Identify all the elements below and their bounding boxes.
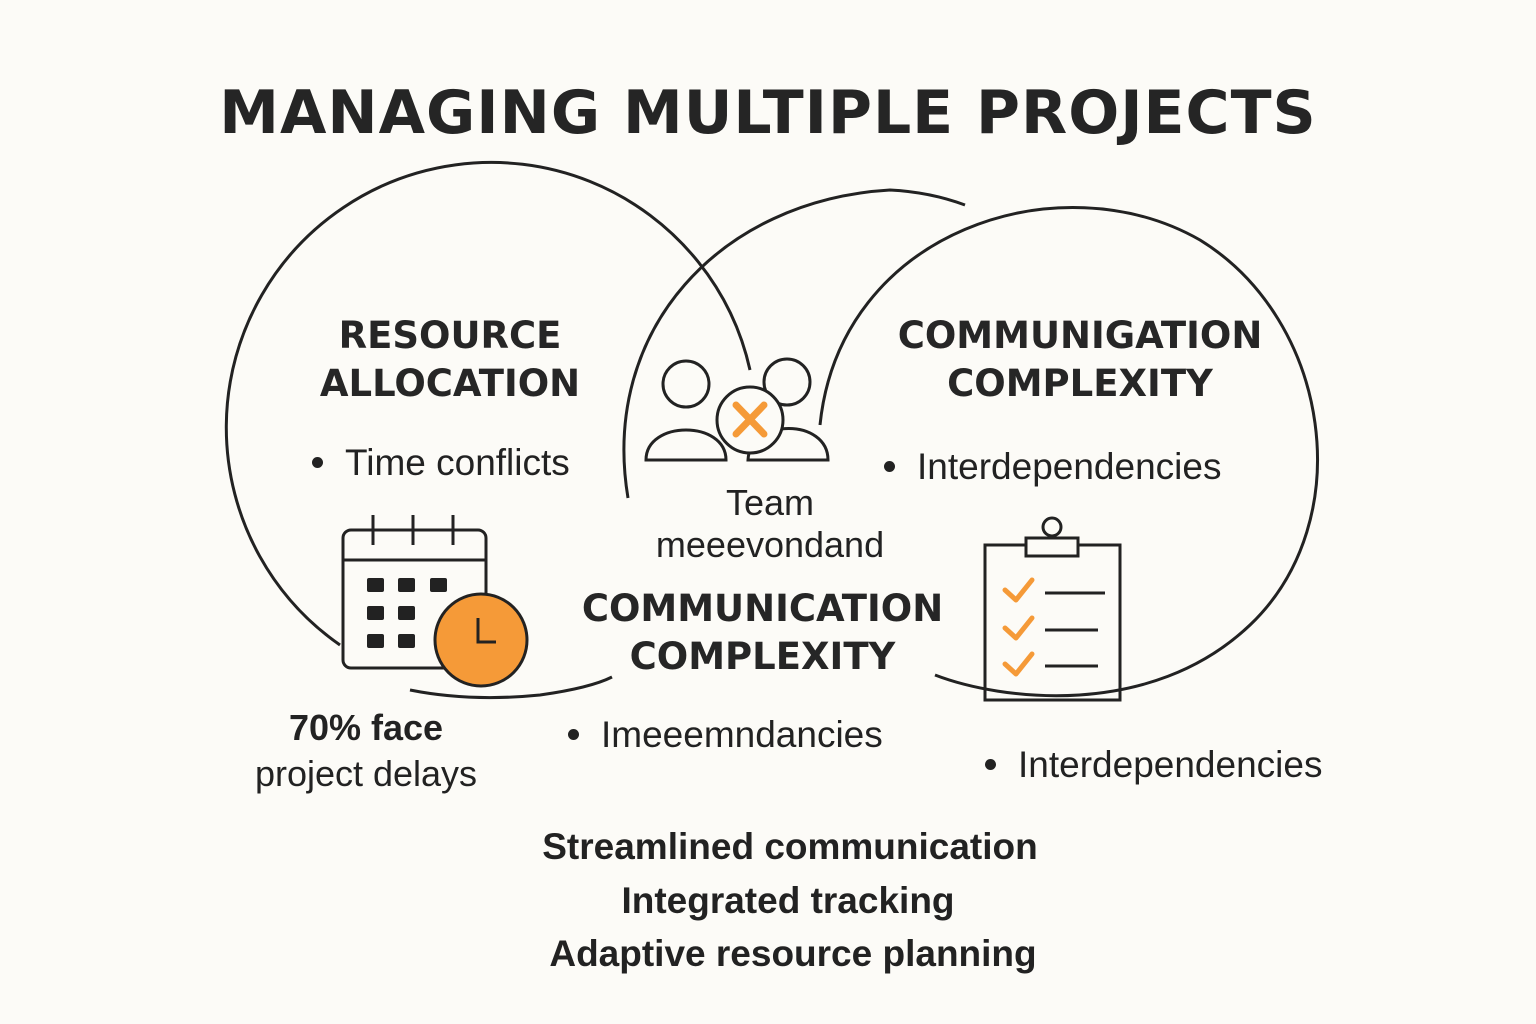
left-circle-bullet: Time conflicts [312, 442, 570, 484]
left-circle-heading: RESOURCE ALLOCATION [300, 312, 600, 408]
center-circle-outline [622, 188, 966, 499]
bullet-text: Interdependencies [1018, 744, 1323, 785]
solution-item: Integrated tracking [621, 880, 955, 921]
heading-line: RESOURCE [338, 314, 562, 357]
right-circle-outer-bullet: Interdependencies [985, 744, 1322, 786]
team-label-line: meeevondand [655, 524, 885, 565]
heading-line: ALLOCATION [319, 362, 581, 405]
center-team-label: Team meeevondand [620, 482, 920, 566]
bullet-text: Time conflicts [345, 442, 570, 483]
heading-line: COMMUNICATION [581, 587, 944, 630]
right-circle-outline [818, 206, 1319, 698]
stat-value: 70% face [288, 707, 444, 748]
heading-line: COMPLEXITY [629, 635, 896, 678]
bullet-dot [568, 728, 579, 740]
stat-caption: project delays [254, 753, 478, 794]
left-circle-outline [224, 161, 752, 647]
right-circle-bullet: Interdependencies [884, 446, 1221, 488]
left-circle-stat: 70% face project delays [232, 705, 500, 797]
checklist-clipboard-icon [983, 516, 1122, 702]
center-circle-lower-arc [409, 675, 613, 700]
center-circle-heading: COMMUNICATION COMPLEXITY [560, 585, 965, 681]
bullet-dot [884, 460, 895, 472]
page-title: MANAGING MULTIPLE PROJECTS [219, 78, 1317, 148]
bullet-dot [312, 456, 323, 468]
bullet-text: Imeeemndancies [601, 714, 883, 755]
center-circle-bullet: Imeeemndancies [568, 714, 883, 756]
solution-item: Streamlined communication [542, 826, 1038, 867]
bullet-text: Interdependencies [917, 446, 1222, 487]
right-circle-heading: COMMUNIGATION COMPLEXITY [880, 312, 1280, 408]
solution-item: Adaptive resource planning [549, 933, 1037, 974]
calendar-clock-icon [341, 515, 529, 688]
heading-line: COMPLEXITY [947, 362, 1213, 405]
team-label-line: Team [725, 482, 815, 523]
bullet-dot [985, 758, 996, 770]
team-conflict-icon [644, 357, 830, 462]
heading-line: COMMUNIGATION [897, 314, 1263, 357]
